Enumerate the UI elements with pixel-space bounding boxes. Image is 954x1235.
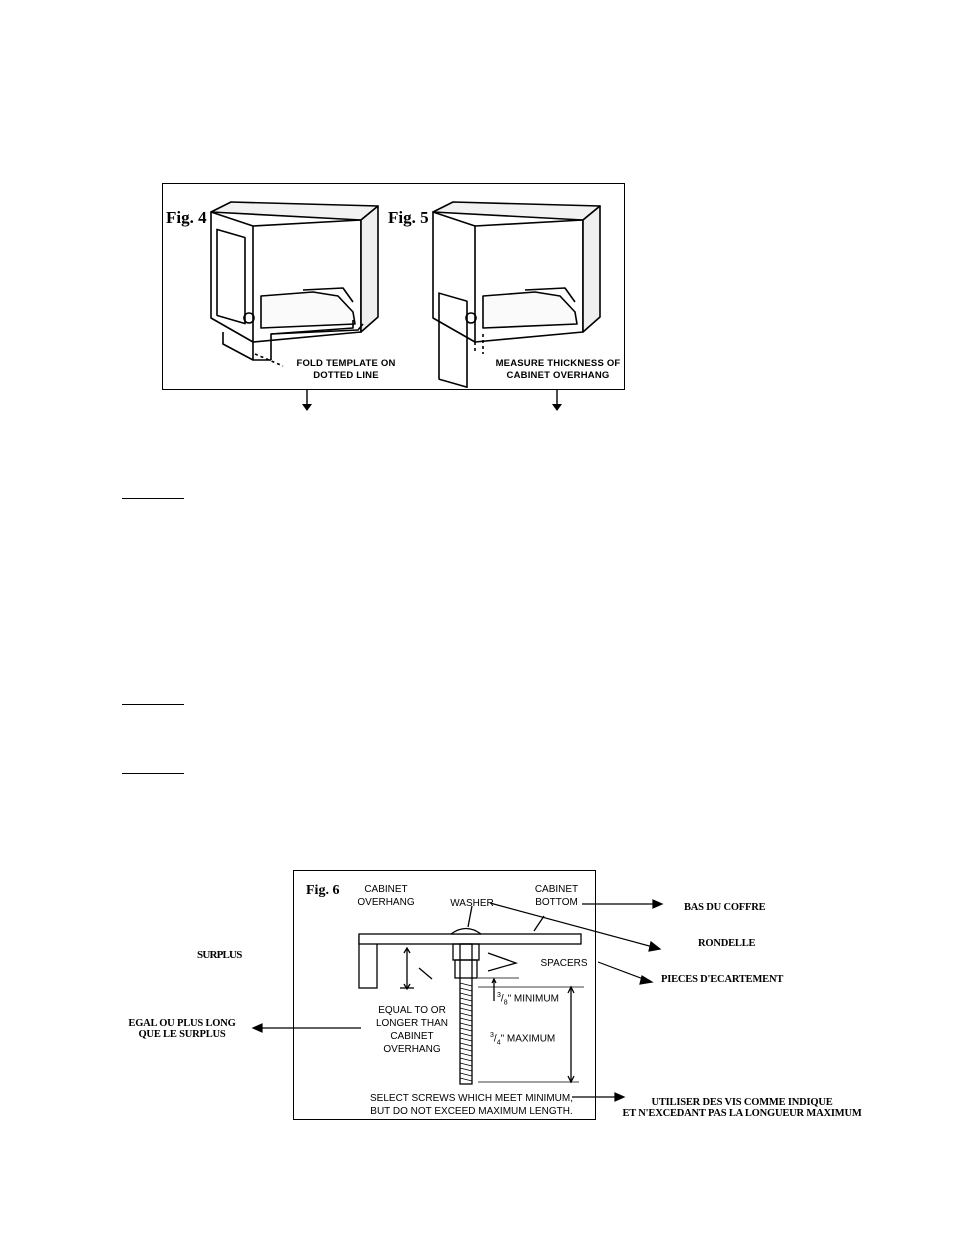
cabinet-bottom-line2: BOTTOM bbox=[535, 897, 578, 908]
maximum-numerator: 3 bbox=[490, 1032, 494, 1039]
cabinet-overhang-line1: CABINET bbox=[364, 884, 408, 895]
maximum-denominator: 4 bbox=[496, 1039, 501, 1047]
fig6-label: Fig. 6 bbox=[306, 883, 340, 898]
fig4-caption-line1: FOLD TEMPLATE ON bbox=[296, 358, 396, 369]
fig4-caption: FOLD TEMPLATE ON DOTTED LINE bbox=[291, 358, 401, 382]
fig6-panel: Fig. 6 CABINET OVERHANG WASHER CABINET B… bbox=[293, 870, 596, 1120]
select-line1: SELECT SCREWS WHICH MEET MINIMUM, bbox=[370, 1093, 573, 1104]
egal-line2: QUE LE SURPLUS bbox=[138, 1029, 226, 1040]
equal-line4: OVERHANG bbox=[383, 1044, 441, 1055]
fig4-label: Fig. 4 bbox=[166, 208, 207, 227]
cabinet-overhang-label: CABINET OVERHANG bbox=[346, 883, 426, 909]
fig5-oven-drawing bbox=[432, 201, 601, 389]
bas-du-coffre-label: BAS DU COFFRE bbox=[684, 902, 766, 913]
down-arrow-fig5-icon bbox=[552, 390, 562, 411]
cabinet-overhang-line2: OVERHANG bbox=[357, 897, 415, 908]
equal-line2: LONGER THAN bbox=[375, 1018, 449, 1029]
down-arrow-fig4-icon bbox=[302, 390, 312, 411]
fig5-caption-line1: MEASURE THICKNESS OF bbox=[495, 358, 621, 369]
equal-line3: CABINET bbox=[390, 1031, 434, 1042]
pieces-label: PIECES D'ECARTEMENT bbox=[661, 974, 784, 985]
section-rule-1 bbox=[122, 498, 184, 499]
minimum-text: " MINIMUM bbox=[507, 993, 559, 1005]
section-rule-3 bbox=[122, 773, 184, 774]
fig4-oven-drawing bbox=[210, 201, 379, 367]
fig5-caption: MEASURE THICKNESS OF CABINET OVERHANG bbox=[493, 358, 623, 382]
maximum-label: 3/4" MAXIMUM bbox=[490, 1032, 556, 1047]
fig5-label: Fig. 5 bbox=[388, 208, 429, 227]
oven-illustrations bbox=[210, 201, 601, 389]
minimum-numerator: 3 bbox=[497, 992, 501, 999]
select-line2: BUT DO NOT EXCEED MAXIMUM LENGTH. bbox=[370, 1106, 573, 1117]
section-rule-2 bbox=[122, 704, 184, 705]
fig5-caption-line2: CABINET OVERHANG bbox=[506, 370, 610, 381]
egal-line1: EGAL OU PLUS LONG bbox=[128, 1018, 236, 1029]
washer-label: WASHER bbox=[450, 898, 494, 909]
maximum-text: " MAXIMUM bbox=[500, 1033, 556, 1045]
cabinet-bottom-line1: CABINET bbox=[534, 884, 579, 895]
minimum-label: 3/8" MINIMUM bbox=[497, 992, 559, 1007]
select-screws-label: SELECT SCREWS WHICH MEET MINIMUM, BUT DO… bbox=[354, 1092, 589, 1118]
utiliser-line2: ET N'EXCEDANT PAS LA LONGUEUR MAXIMUM bbox=[622, 1108, 862, 1119]
utiliser-line1: UTILISER DES VIS COMME INDIQUE bbox=[651, 1097, 833, 1108]
minimum-denominator: 8 bbox=[503, 999, 508, 1007]
surplus-label: SURPLUS bbox=[197, 949, 242, 961]
equal-overhang-label: EQUAL TO OR LONGER THAN CABINET OVERHANG bbox=[362, 1004, 462, 1056]
rondelle-label: RONDELLE bbox=[698, 938, 756, 949]
utiliser-label: UTILISER DES VIS COMME INDIQUE ET N'EXCE… bbox=[597, 1097, 887, 1119]
spacers-label: SPACERS bbox=[540, 958, 588, 969]
cabinet-bottom-label: CABINET BOTTOM bbox=[524, 883, 589, 909]
fig4-fig5-panel: Fig. 4 Fig. 5 FOLD TEMPLATE ON DOTTED LI… bbox=[162, 183, 625, 390]
screw-diagram bbox=[358, 905, 584, 1085]
equal-line1: EQUAL TO OR bbox=[378, 1005, 446, 1016]
egal-label: EGAL OU PLUS LONG QUE LE SURPLUS bbox=[112, 1018, 252, 1040]
fig4-caption-line2: DOTTED LINE bbox=[313, 370, 379, 381]
